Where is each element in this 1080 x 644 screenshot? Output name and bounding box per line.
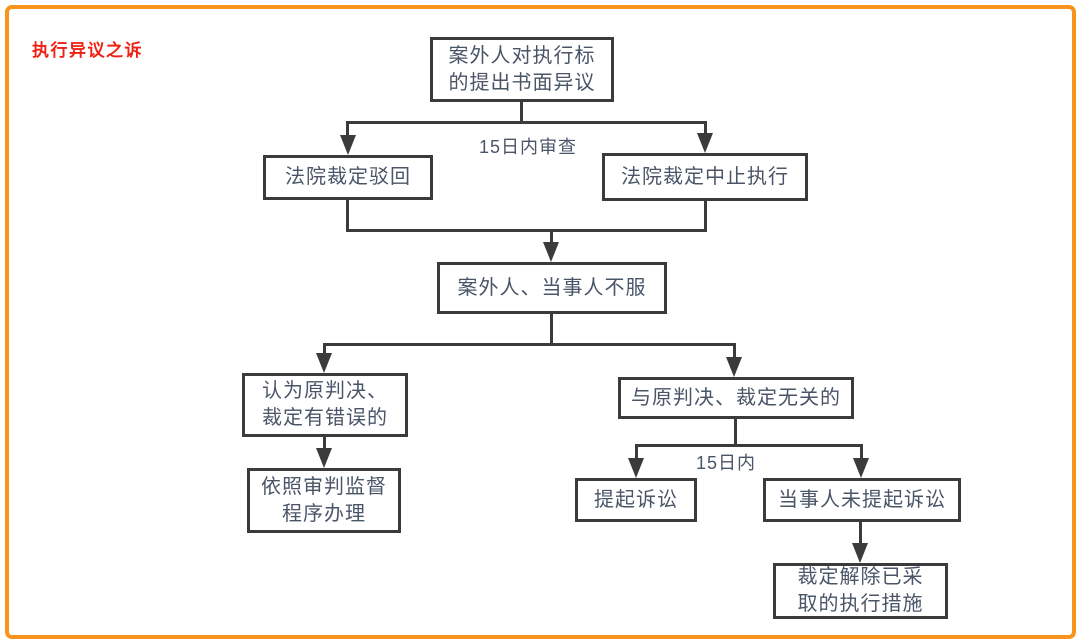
node-written-objection: 案外人对执行标 的提出书面异议 xyxy=(430,37,614,102)
connector-line xyxy=(704,121,707,133)
connector-line xyxy=(635,444,638,458)
node-unrelated-to-judgment: 与原判决、裁定无关的 xyxy=(618,377,854,419)
arrow-down-icon xyxy=(628,458,644,478)
connector-line xyxy=(734,419,737,447)
arrow-down-icon xyxy=(852,543,868,563)
arrow-down-icon xyxy=(697,133,713,153)
node-court-suspends-execution: 法院裁定中止执行 xyxy=(602,153,808,201)
arrow-down-icon xyxy=(543,242,559,262)
edge-label-within-15-days: 15日内 xyxy=(695,453,757,473)
connector-line xyxy=(704,201,707,232)
connector-line xyxy=(733,343,736,357)
connector-line xyxy=(550,314,553,346)
connector-line xyxy=(520,102,523,124)
node-court-rejects: 法院裁定驳回 xyxy=(263,155,433,200)
connector-line xyxy=(323,343,736,346)
slide-border xyxy=(5,5,1076,639)
node-judgment-erroneous: 认为原判决、 裁定有错误的 xyxy=(242,373,408,437)
arrow-down-icon xyxy=(726,357,742,377)
connector-line xyxy=(346,229,707,232)
connector-line xyxy=(550,229,553,242)
connector-line xyxy=(346,200,349,232)
connector-line xyxy=(323,437,326,448)
connector-line xyxy=(323,343,326,353)
connector-line xyxy=(859,522,862,544)
edge-label-review-15-days: 15日内审查 xyxy=(478,137,578,157)
connector-line xyxy=(860,444,863,458)
arrow-down-icon xyxy=(316,448,332,468)
arrow-down-icon xyxy=(316,353,332,373)
node-no-lawsuit-filed: 当事人未提起诉讼 xyxy=(763,478,961,522)
connector-line xyxy=(346,121,349,135)
node-lift-execution-measures: 裁定解除已采 取的执行措施 xyxy=(773,563,948,619)
arrow-down-icon xyxy=(340,135,356,155)
diagram-title: 执行异议之诉 xyxy=(32,41,143,60)
connector-line xyxy=(346,121,707,124)
node-parties-dissatisfied: 案外人、当事人不服 xyxy=(437,262,667,314)
node-file-lawsuit: 提起诉讼 xyxy=(575,478,697,522)
connector-line xyxy=(635,444,863,447)
node-trial-supervision-procedure: 依照审判监督 程序办理 xyxy=(247,468,401,533)
arrow-down-icon xyxy=(853,458,869,478)
